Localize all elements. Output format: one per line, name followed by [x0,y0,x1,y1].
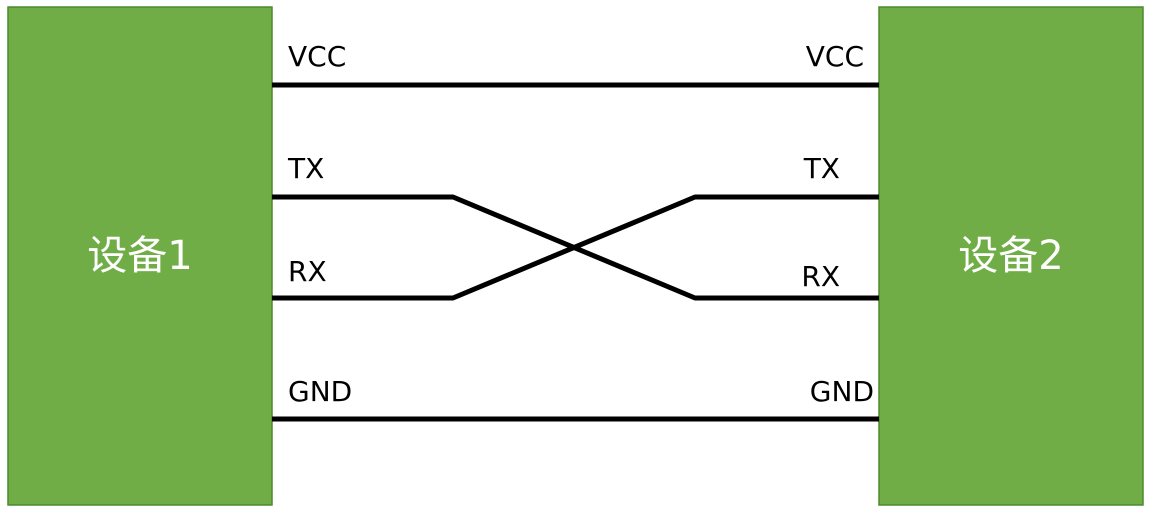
left-pin-gnd-label: GND [288,375,352,408]
right-pin-rx-label: RX [801,260,840,293]
wire-rx-to-tx [272,194,879,301]
device-1-box [7,6,273,506]
device-1-label: 设备1 [87,233,192,279]
right-pin-vcc-label: VCC [806,40,864,73]
device-2-label: 设备2 [958,233,1063,279]
device-1: 设备1 [7,6,273,506]
left-pin-tx-label: TX [287,152,324,185]
device-2: 设备2 [878,6,1144,506]
left-pin-vcc-label: VCC [288,40,346,73]
right-pin-tx-label: TX [803,152,840,185]
right-pin-gnd-label: GND [810,375,874,408]
device-2-box [878,6,1144,506]
left-pin-rx-label: RX [288,255,327,288]
